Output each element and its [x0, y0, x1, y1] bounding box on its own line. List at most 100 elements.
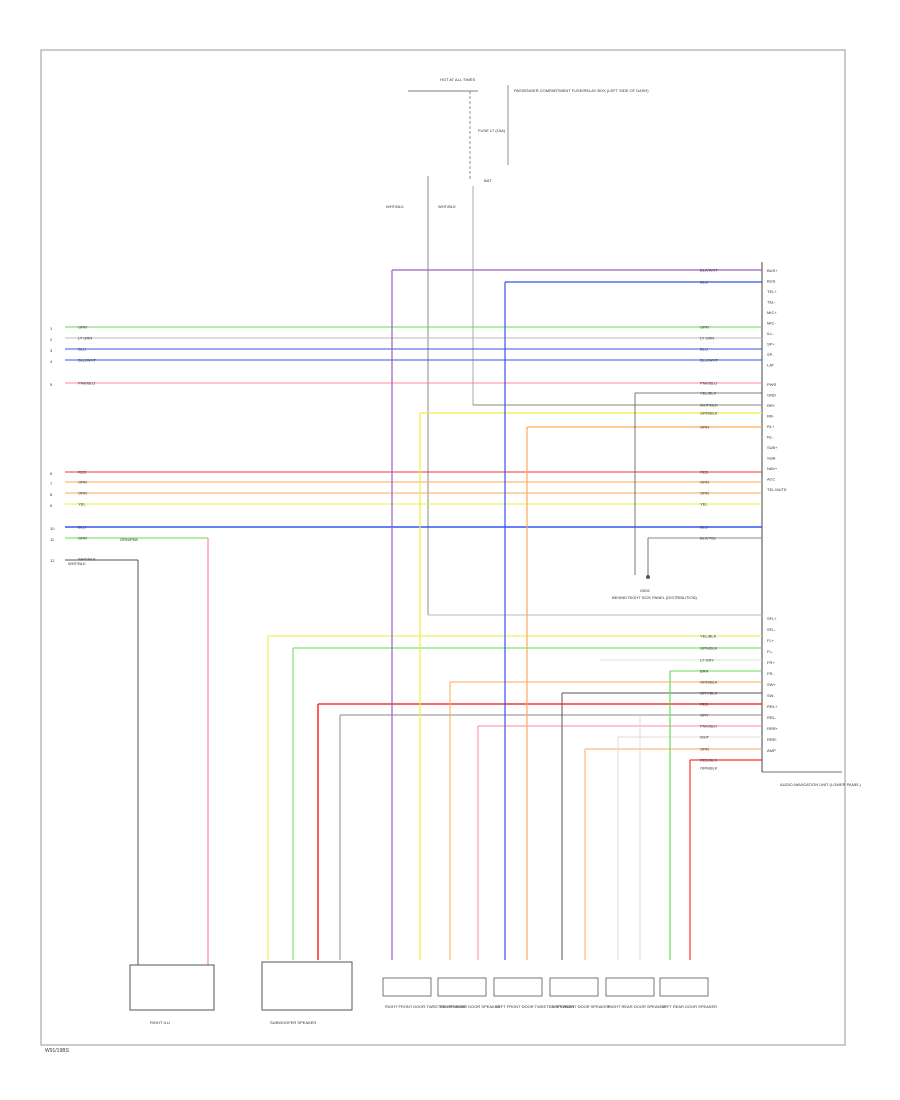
unit-pin-label: RL-	[767, 435, 774, 440]
left-wire-number: 4	[50, 359, 53, 364]
unit-pin-label: FL+	[767, 638, 775, 643]
unit-pin-label: TEL-	[767, 300, 776, 305]
left-wire-label: YEL	[78, 502, 86, 507]
right-wire-label: ORN	[700, 425, 709, 430]
left-wire-label: BLU/WHT	[78, 358, 97, 363]
left-wire-number: 5	[50, 382, 53, 387]
wht-blk-label-2: WHT/BLK	[438, 204, 456, 209]
right-wire-label: YEL	[700, 502, 708, 507]
diagram-frame	[40, 49, 846, 1046]
unit-pin-label: MIC-	[767, 321, 776, 326]
right-wire-label: ORN	[700, 480, 709, 485]
left-wire-label: LT GRN	[78, 336, 92, 341]
wht-blk-label-1: WHT/BLK	[386, 204, 404, 209]
unit-pin-label: TEL MUTE	[767, 487, 787, 492]
right-wire-label: LT GRN	[700, 336, 714, 341]
left-wire-number: 3	[50, 348, 53, 353]
unit-pin-label: GND	[767, 393, 776, 398]
right-wire-label: WHT/BLK	[700, 403, 718, 408]
unit-pin-label: FR+	[767, 660, 775, 665]
unit-pin-label: RL+	[767, 424, 775, 429]
right-wire-label: BLU/WHT	[700, 358, 719, 363]
right-wire-label: BLU	[700, 525, 708, 530]
unit-pin-label: BUS-	[767, 279, 777, 284]
right-wire-label: ORN	[700, 491, 709, 496]
right-wire-label: GRN	[700, 325, 709, 330]
right-wire-label: GRN/BLK	[700, 646, 718, 651]
unit-pin-label: RRR-	[767, 737, 778, 742]
right-wire-label: RED	[700, 470, 709, 475]
left-wire-number: 10	[50, 526, 55, 531]
component-label-6: RIGHT REAR DOOR SPEAKER	[608, 1004, 666, 1009]
right-wire-label: ORN/BLK	[700, 680, 718, 685]
component-label-1: SUBWOOFER SPEAKER	[270, 1020, 316, 1025]
unit-pin-label: SP-	[767, 352, 774, 357]
unit-pin-label: FR-	[767, 671, 774, 676]
right-wire-label: GRN/BLK	[700, 411, 718, 416]
right-ilu: RIGHT ILU	[129, 964, 215, 1025]
left-wire-label: PNK/BLU	[78, 381, 95, 386]
unit-pin-label: TEL+	[767, 289, 777, 294]
left-wire-label: ORN	[78, 491, 87, 496]
right-wire-label: GRY	[700, 713, 709, 718]
left-wire-number: 6	[50, 471, 53, 476]
right-wire-label: YEL/BLK	[700, 391, 717, 396]
speaker-boxes	[382, 977, 709, 997]
right-wire-label: BLU	[700, 347, 708, 352]
left-wire-label: BLU	[78, 525, 86, 530]
unit-pin-label: ACC	[767, 477, 776, 482]
left-wire-number: 11	[50, 537, 55, 542]
unit-label: AUDIO-NAVIGATION UNIT (LOWER PANEL)	[780, 782, 861, 787]
component-label-5: LEFT FRONT DOOR SPEAKER	[552, 1004, 610, 1009]
right-wire-label: WHT	[700, 735, 710, 740]
left-wire-number: 7	[50, 481, 53, 486]
component-label-2: RIGHT FRONT DOOR TWEETER SPEAKER	[385, 1004, 466, 1009]
unit-pin-label: RR+	[767, 403, 776, 408]
component-label-4: LEFT FRONT DOOR TWEETER SPEAKER	[496, 1004, 574, 1009]
vertical-wires	[137, 270, 762, 965]
unit-pin-label: RRL-	[767, 715, 777, 720]
right-wire-label: PNK/BLK	[700, 724, 717, 729]
unit-pin-label: SW+	[767, 682, 776, 687]
unit-pin-label: RRL+	[767, 704, 778, 709]
fuse-label: FUSE 17 (15A)	[478, 128, 506, 133]
unit-pin-label: FL-	[767, 649, 774, 654]
audio-navigation-unit: AUDIO-NAVIGATION UNIT (LOWER PANEL) BUS+…	[761, 262, 861, 787]
ground-g502: G502 BEHIND RIGHT KICK PANEL (DISTRIBUTI…	[612, 575, 697, 600]
bat-label: BAT	[484, 178, 492, 183]
unit-pin-label: AMP	[767, 748, 776, 753]
unit-pin-label: SFL-	[767, 627, 776, 632]
unit-pin-label: SW-	[767, 693, 775, 698]
component-label-7: LEFT REAR DOOR SPEAKER	[662, 1004, 717, 1009]
right-wire-label: ORN	[700, 747, 709, 752]
unit-pin-label: SFL+	[767, 616, 777, 621]
frame-code: W91/19BS	[45, 1048, 70, 1054]
unit-pin-label: NAV+	[767, 466, 778, 471]
right-wire-label: BRN	[700, 669, 709, 674]
left-wire-label: BLU	[78, 347, 86, 352]
right-wire-label: RED	[700, 702, 709, 707]
left-wire-label: GRN	[78, 325, 87, 330]
fuse-box-label: PASSENGER COMPARTMENT FUSE/RELAY BOX (LE…	[514, 88, 649, 93]
unit-pin-label: ILL-	[767, 331, 775, 336]
unit-pin-label: PWR	[767, 382, 776, 387]
ground-label: BEHIND RIGHT KICK PANEL (DISTRIBUTION)	[612, 595, 697, 600]
right-wire-label: LT GRY	[700, 658, 714, 663]
right-wire-label: GRY/BLK	[700, 691, 718, 696]
unit-pin-label: SUB+	[767, 445, 778, 450]
ground-id: G502	[640, 588, 651, 593]
fuse-block: HOT AT ALL TIMES PASSENGER COMPARTMENT F…	[386, 77, 649, 615]
unit-pin-label: LAT	[767, 363, 775, 368]
unit-pin-label: RR-	[767, 414, 775, 419]
ilu-black-label: WHT/BLK	[68, 561, 86, 566]
component-label-0: RIGHT ILU	[150, 1020, 170, 1025]
unit-pin-label: RRR+	[767, 726, 779, 731]
unit-pin-label: MIC+	[767, 310, 777, 315]
right-wire-label: BLU	[700, 280, 708, 285]
component-label-3: RIGHT FRONT DOOR SPEAKER	[440, 1004, 500, 1009]
fuse-block-label: HOT AT ALL TIMES	[440, 77, 475, 82]
ilu-wire-label: GRN/PNK	[120, 537, 139, 542]
right-wire-label: PNK/BLU	[700, 381, 717, 386]
